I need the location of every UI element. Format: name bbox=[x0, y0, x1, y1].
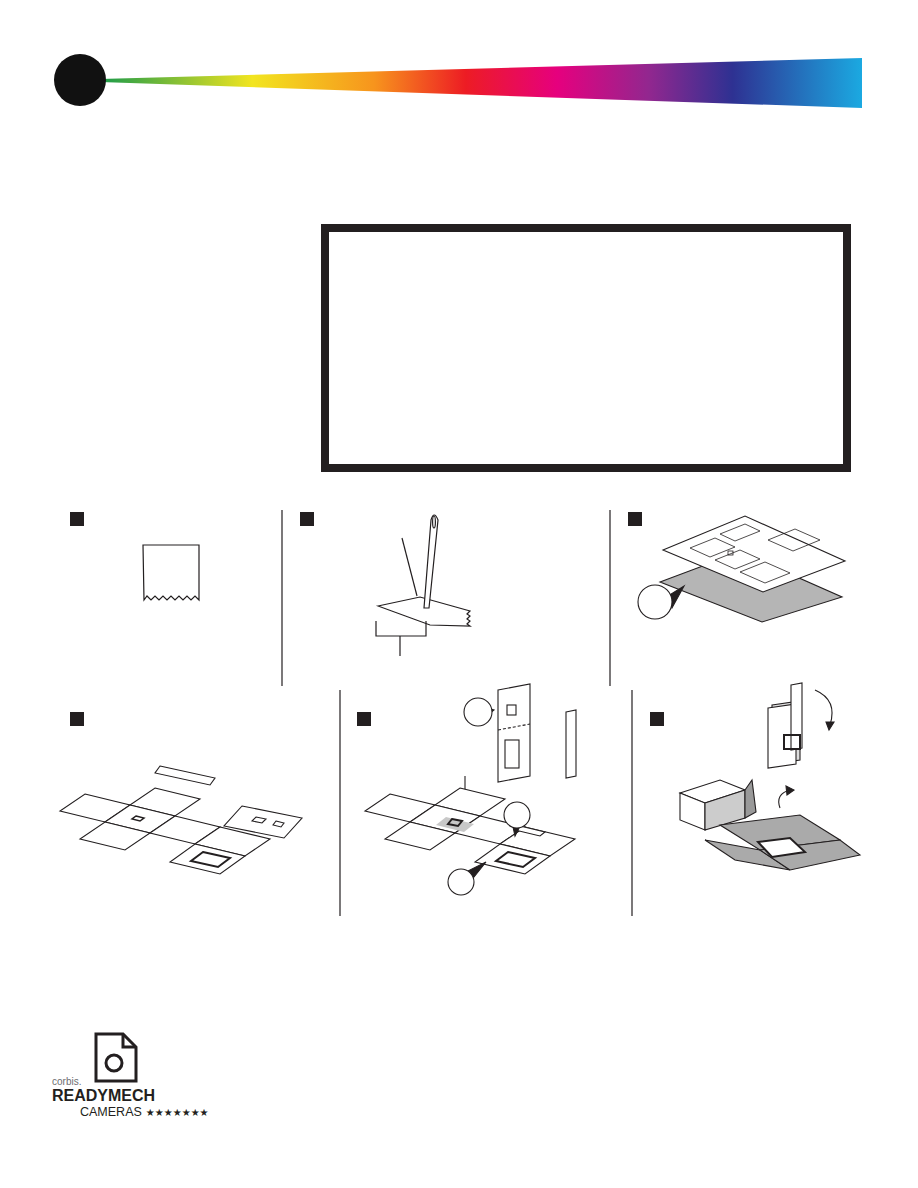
net-face bbox=[80, 822, 150, 850]
part-window bbox=[273, 821, 284, 827]
arrow-head bbox=[826, 722, 834, 730]
divider bbox=[609, 510, 610, 686]
cut-parts bbox=[60, 766, 302, 874]
net-face bbox=[475, 844, 550, 874]
step-marker bbox=[70, 512, 84, 526]
product-subtitle: CAMERAS bbox=[80, 1106, 142, 1120]
callout-circle bbox=[638, 585, 672, 619]
strip-part bbox=[155, 766, 215, 785]
lens-icon bbox=[106, 1055, 122, 1071]
part-window bbox=[252, 817, 266, 823]
leader-line bbox=[399, 636, 400, 656]
arrow-head bbox=[786, 786, 794, 795]
shutter-part bbox=[224, 806, 302, 838]
pinhole-window bbox=[132, 816, 144, 821]
sheet-stack bbox=[638, 516, 845, 622]
step-marker bbox=[628, 512, 642, 526]
brand-logo-icon bbox=[96, 1034, 136, 1081]
fold-line bbox=[498, 724, 530, 730]
part-outline bbox=[728, 551, 733, 555]
needle-eye bbox=[433, 516, 436, 528]
brand-name: corbis. bbox=[52, 1076, 81, 1087]
strip-part bbox=[566, 710, 576, 778]
part-outline bbox=[690, 538, 735, 557]
part-outline bbox=[715, 550, 760, 569]
folding-step bbox=[680, 683, 860, 870]
rainbow-band bbox=[100, 58, 862, 108]
foil-piece bbox=[143, 545, 199, 600]
box-flap bbox=[745, 780, 756, 818]
step-marker bbox=[70, 712, 84, 726]
product-name: READYMECH bbox=[52, 1087, 155, 1105]
box-side bbox=[680, 793, 705, 830]
needle bbox=[424, 515, 438, 608]
panel-dividers bbox=[282, 510, 632, 916]
printed-sheet bbox=[663, 516, 845, 592]
header-band bbox=[54, 54, 862, 108]
net-face bbox=[170, 844, 245, 874]
leader-line bbox=[402, 538, 417, 596]
pierce-step bbox=[376, 515, 470, 656]
fold-arrow bbox=[815, 690, 832, 725]
callout-circle bbox=[464, 698, 492, 726]
pinhole-window bbox=[448, 819, 462, 826]
foil-area bbox=[436, 817, 474, 832]
document-icon bbox=[96, 1034, 136, 1081]
document-fold bbox=[123, 1034, 136, 1047]
callout-circle bbox=[504, 802, 530, 828]
text-frame bbox=[325, 228, 847, 468]
part-window bbox=[507, 705, 516, 715]
rating-stars: ★★★★★★★ bbox=[146, 1107, 209, 1118]
part-window bbox=[784, 735, 800, 749]
part-window bbox=[505, 740, 519, 768]
step-marker bbox=[300, 512, 314, 526]
step-markers bbox=[70, 512, 664, 726]
callout-circle bbox=[448, 869, 474, 895]
assembly-step bbox=[365, 684, 576, 895]
frame-window bbox=[496, 852, 535, 867]
bracket bbox=[376, 621, 426, 636]
step-marker bbox=[650, 712, 664, 726]
part-outline bbox=[720, 524, 760, 541]
step-marker bbox=[357, 712, 371, 726]
divider bbox=[339, 690, 340, 916]
step-circle bbox=[54, 54, 106, 106]
sheet-outlines bbox=[690, 524, 820, 583]
part-outline bbox=[740, 562, 790, 583]
divider bbox=[631, 690, 632, 916]
divider bbox=[281, 510, 282, 686]
shutter-card bbox=[498, 684, 530, 782]
frame-window bbox=[191, 852, 230, 867]
part-outline bbox=[768, 529, 820, 551]
frame-window bbox=[758, 838, 805, 857]
